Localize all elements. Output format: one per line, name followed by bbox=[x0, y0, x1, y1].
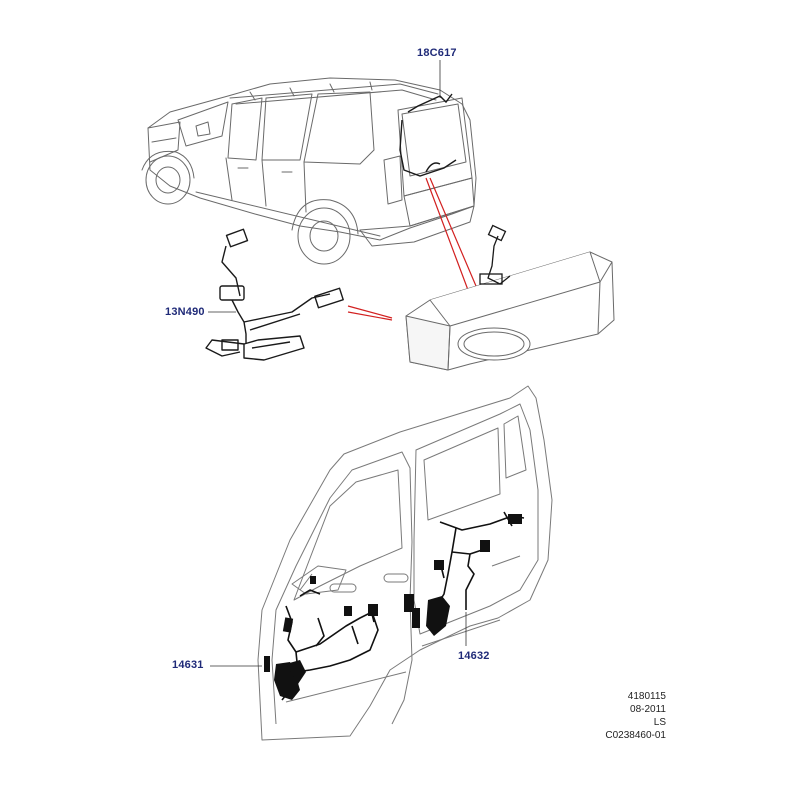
callout-18c617: 18C617 bbox=[417, 47, 457, 59]
rear-door-harness-blocks bbox=[404, 514, 522, 636]
callout-14632: 14632 bbox=[458, 650, 490, 662]
tailgate-pointer-lines bbox=[347, 177, 477, 321]
front-door-harness-blocks bbox=[264, 576, 378, 700]
illustration-date: 08-2011 bbox=[630, 704, 666, 715]
image-code: C0238460-01 bbox=[605, 730, 666, 741]
callout-13n490: 13N490 bbox=[165, 306, 205, 318]
panel-connector bbox=[479, 224, 511, 285]
market-code: LS bbox=[653, 717, 666, 728]
vehicle-illustration bbox=[141, 77, 477, 265]
illustration-number: 4180115 bbox=[627, 691, 666, 702]
callout-14631: 14631 bbox=[172, 659, 204, 671]
reference-block: 4180115 08-2011 LS C0238460-01 bbox=[605, 690, 666, 742]
handle-harness bbox=[205, 228, 344, 361]
doors-illustration bbox=[257, 385, 553, 741]
tailgate-trim-panel bbox=[405, 251, 615, 371]
